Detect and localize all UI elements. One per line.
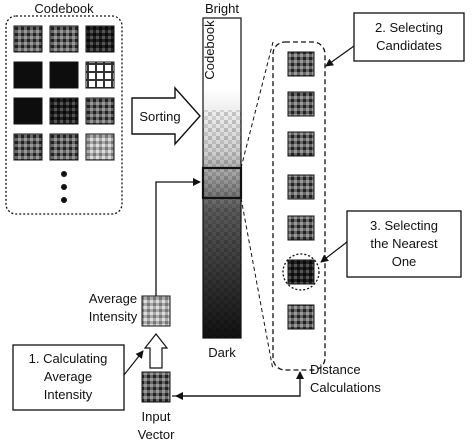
intensity-to-bar-arrow [155, 178, 201, 296]
step2-pointer-arrow [325, 45, 355, 67]
codeword-tile [85, 133, 115, 161]
codeword-tile [13, 61, 43, 89]
candidate-tile [287, 304, 315, 330]
step1-line1: 1. Calculating [29, 351, 108, 366]
step1-pointer-arrow [123, 350, 144, 376]
codebook-panel [5, 15, 123, 215]
ellipsis-dot [61, 171, 67, 177]
step1-line2: Average [44, 369, 92, 384]
step3-line1: 3. Selecting [370, 218, 438, 233]
codebook-grid [13, 25, 115, 203]
distance-line1: Distance [310, 362, 361, 377]
zoom-line-top [240, 41, 274, 169]
codeword-tile [13, 97, 43, 125]
input-vector-tile [141, 371, 171, 403]
step3-pointer-arrow [320, 241, 348, 263]
step3-line3: One [392, 254, 417, 269]
step3-line2: the Nearest [370, 236, 438, 251]
candidate-tile [287, 91, 315, 117]
codeword-tile [85, 61, 115, 89]
candidate-tile [287, 215, 315, 241]
average-intensity-tile [141, 295, 171, 327]
step2-line2: Candidates [376, 38, 442, 53]
bright-label: Bright [205, 1, 239, 16]
average-intensity-line1: Average [89, 291, 137, 306]
step2-line1: 2. Selecting [375, 20, 443, 35]
codebook-title: Codebook [34, 1, 94, 16]
distance-line2: Calculations [310, 380, 381, 395]
step1-line3: Intensity [44, 387, 93, 402]
average-up-arrow [143, 333, 169, 369]
dark-label: Dark [208, 345, 236, 360]
step1-callout [12, 344, 125, 411]
codeword-tile [13, 133, 43, 161]
sorted-bar-texture [203, 110, 241, 338]
input-vector-line1: Input [142, 409, 171, 424]
candidate-tile [287, 174, 315, 200]
candidate-list [287, 51, 315, 330]
average-intensity-line2: Intensity [89, 309, 138, 324]
codebook-vertical-label: Codebook [202, 20, 217, 80]
codeword-tile [85, 25, 115, 53]
nearest-highlight-circle [282, 253, 320, 291]
codeword-tile [49, 61, 79, 89]
sorting-label: Sorting [139, 109, 180, 124]
step2-callout [353, 12, 465, 62]
selected-region [201, 166, 243, 200]
input-vector-line2: Vector [138, 427, 176, 442]
candidate-tile [287, 51, 315, 77]
codeword-tile [49, 25, 79, 53]
codeword-tile [13, 25, 43, 53]
codeword-tile [49, 133, 79, 161]
codeword-tile [85, 97, 115, 125]
zoom-line-bottom [240, 197, 274, 371]
ellipsis-dot [61, 197, 67, 203]
distance-arrow [172, 371, 304, 397]
sorting-arrow [131, 86, 201, 146]
candidates-panel [272, 41, 326, 371]
candidate-tile [287, 131, 315, 157]
codeword-tile [49, 97, 79, 125]
ellipsis-dot [61, 184, 67, 190]
nearest-candidate-tile [287, 259, 315, 285]
step3-callout [346, 210, 462, 278]
